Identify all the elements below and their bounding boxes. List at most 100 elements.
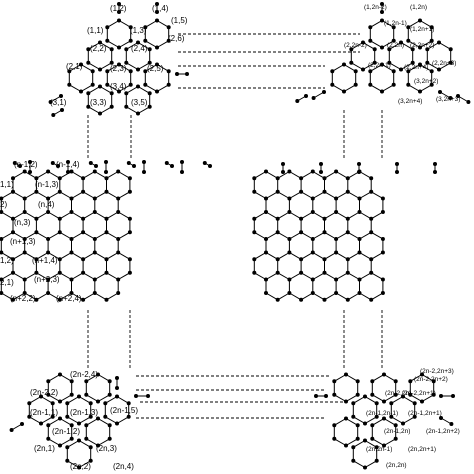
- lattice-vertex: [418, 18, 422, 23]
- hexagon-edge: [78, 396, 91, 404]
- lattice-vertex: [393, 379, 398, 384]
- label-3-5: (3,5): [131, 98, 148, 107]
- hexagon-edge: [126, 42, 139, 50]
- lattice-vertex: [439, 416, 443, 420]
- lattice-vertex: [84, 436, 89, 441]
- hexagon-edge: [24, 252, 37, 260]
- hexagon-edge: [383, 374, 396, 382]
- label-2n-1-2n: (2n-1,2n): [384, 428, 411, 435]
- label-2-2n-2: (2,2n-2): [344, 42, 367, 49]
- hexagon-edge: [1, 211, 14, 220]
- hexagon-edge: [300, 211, 314, 220]
- hexagon-edge: [335, 292, 349, 301]
- lattice-vertex: [51, 113, 56, 117]
- hexagon-edge: [345, 394, 358, 402]
- hexagon-edge: [347, 252, 360, 260]
- lattice-vertex: [368, 38, 373, 43]
- hexagon-edge: [265, 252, 278, 260]
- hexagon-edge: [289, 292, 302, 301]
- lattice-vertex: [399, 40, 403, 45]
- hexagon-edge: [362, 42, 375, 50]
- lattice-vertex: [380, 89, 384, 94]
- hexagon-edge: [370, 191, 384, 199]
- lattice-vertex: [50, 161, 55, 165]
- lattice-vertex: [46, 277, 51, 282]
- lattice-vertex: [104, 230, 109, 235]
- hexagon-edge: [99, 62, 112, 70]
- hexagon-edge: [118, 84, 131, 92]
- lattice-vertex: [103, 401, 108, 406]
- hexagon-edge: [47, 252, 61, 260]
- lattice-vertex: [0, 210, 4, 214]
- hexagon-edge: [67, 396, 80, 404]
- lattice-vertex: [88, 445, 93, 450]
- lattice-vertex: [143, 25, 148, 30]
- lattice-vertex: [166, 69, 171, 74]
- lattice-vertex: [22, 250, 27, 255]
- lattice-vertex: [65, 414, 70, 419]
- lattice-vertex: [355, 379, 360, 384]
- lattice-vertex: [387, 47, 392, 52]
- lattice-vertex: [22, 237, 27, 241]
- lattice-vertex: [374, 401, 379, 406]
- lattice-vertex: [56, 164, 60, 168]
- hexagon-edge: [391, 396, 404, 404]
- lattice-vertex: [332, 392, 337, 397]
- hexagon-edge: [24, 211, 37, 220]
- hexagon-edge: [145, 20, 158, 28]
- lattice-vertex: [345, 297, 350, 302]
- hexagon-edge: [24, 231, 37, 240]
- hexagon-edge: [48, 438, 61, 446]
- lattice-vertex: [124, 47, 129, 52]
- lattice-vertex: [59, 94, 63, 98]
- hexagon-edge: [71, 231, 84, 240]
- lattice-vertex: [28, 170, 32, 174]
- lattice-vertex: [208, 164, 212, 168]
- hexagon-edge: [254, 272, 267, 280]
- hexagon-edge: [324, 231, 337, 240]
- lattice-vertex: [136, 84, 140, 89]
- lattice-vertex: [105, 38, 110, 43]
- hexagon-edge: [427, 62, 440, 70]
- lattice-vertex: [380, 250, 385, 255]
- hexagon-edge: [410, 374, 423, 382]
- lattice-vertex: [287, 210, 292, 214]
- lattice-vertex: [264, 210, 268, 214]
- lattice-vertex: [81, 270, 86, 275]
- hexagon-edge: [383, 418, 396, 426]
- lattice-vertex: [46, 210, 51, 214]
- lattice-vertex: [12, 161, 17, 165]
- hexagon-edge: [277, 211, 290, 220]
- lattice-vertex: [65, 401, 70, 406]
- lattice-vertex: [109, 104, 114, 109]
- hexagon-edge: [265, 191, 278, 199]
- hexagon-edge: [97, 394, 110, 402]
- hexagon-edge: [364, 396, 377, 404]
- hexagon-edge: [97, 374, 110, 382]
- lattice-vertex: [299, 297, 304, 302]
- lattice-vertex: [310, 196, 315, 201]
- hexagon-edge: [107, 64, 120, 72]
- hexagon-edge: [69, 84, 82, 92]
- lattice-vertex: [393, 392, 398, 397]
- lattice-vertex: [27, 401, 32, 406]
- lattice-vertex: [57, 189, 62, 194]
- lattice-vertex: [155, 10, 159, 14]
- lattice-vertex: [116, 237, 121, 241]
- hexagon-edge: [439, 91, 451, 99]
- hexagon-edge: [82, 252, 96, 260]
- lattice-vertex: [180, 160, 184, 164]
- hexagon-edge: [71, 272, 84, 280]
- lattice-vertex: [79, 62, 83, 67]
- lattice-vertex: [11, 216, 15, 221]
- lattice-vertex: [345, 230, 350, 235]
- hexagon-edge: [351, 42, 364, 50]
- lattice-vertex: [81, 297, 86, 302]
- hexagon-edge: [372, 438, 385, 446]
- hexagon-edge: [48, 394, 61, 402]
- hexagon-edge: [351, 62, 364, 70]
- hexagon-edge: [67, 460, 80, 468]
- hexagon-edge: [440, 417, 452, 425]
- lattice-vertex: [92, 196, 97, 201]
- lattice-vertex: [116, 196, 121, 201]
